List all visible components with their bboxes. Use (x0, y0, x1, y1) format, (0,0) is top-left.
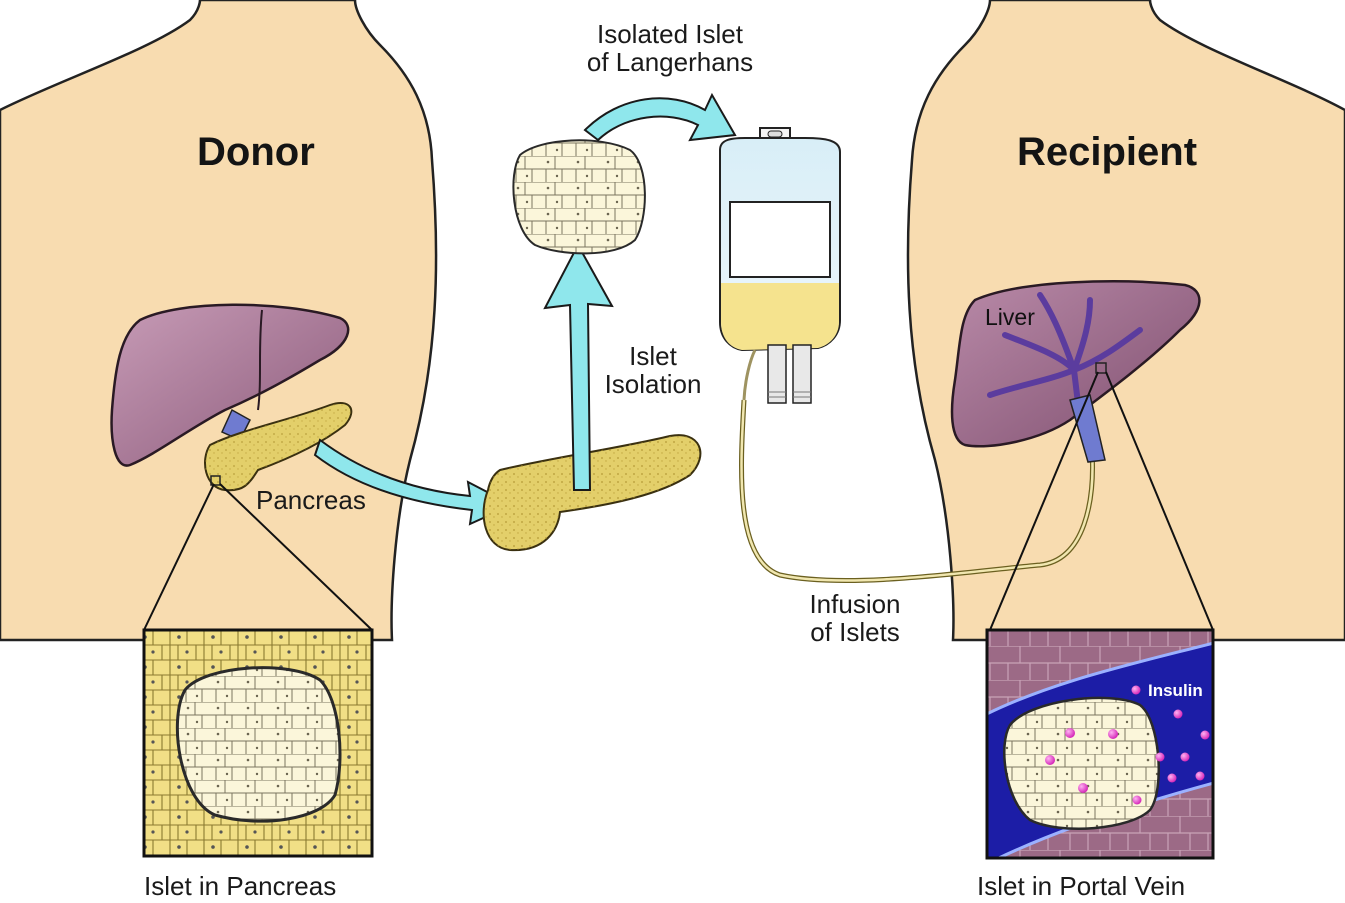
islet-isolation-label-line1: Islet (598, 342, 708, 370)
infusion-bag (720, 128, 840, 403)
islet-in-portal-vein-caption: Islet in Portal Vein (977, 872, 1185, 900)
donor-label: Donor (197, 131, 315, 174)
infusion-label-line2: of Islets (795, 618, 915, 646)
islet-isolation-label-line2: Isolation (598, 370, 708, 398)
islet-to-bag-arrow (585, 95, 735, 140)
recipient-label: Recipient (1017, 131, 1197, 174)
pancreas-label: Pancreas (256, 486, 366, 514)
isolated-islet-label: Isolated Islet of Langerhans (570, 20, 770, 76)
isolated-islet-label-line2: of Langerhans (570, 48, 770, 76)
infusion-label-line1: Infusion (795, 590, 915, 618)
insulin-label: Insulin (1148, 682, 1203, 700)
islet-in-pancreas-inset (144, 630, 372, 856)
islet-isolation-label: Islet Isolation (598, 342, 708, 398)
isolated-islet-label-line1: Isolated Islet (570, 20, 770, 48)
extracted-pancreas (484, 435, 701, 550)
isolated-islet (513, 140, 645, 253)
islet-in-portal-vein-inset (975, 630, 1225, 870)
islet-in-pancreas-caption: Islet in Pancreas (144, 872, 336, 900)
liver-label: Liver (985, 305, 1035, 330)
infusion-label: Infusion of Islets (795, 590, 915, 646)
